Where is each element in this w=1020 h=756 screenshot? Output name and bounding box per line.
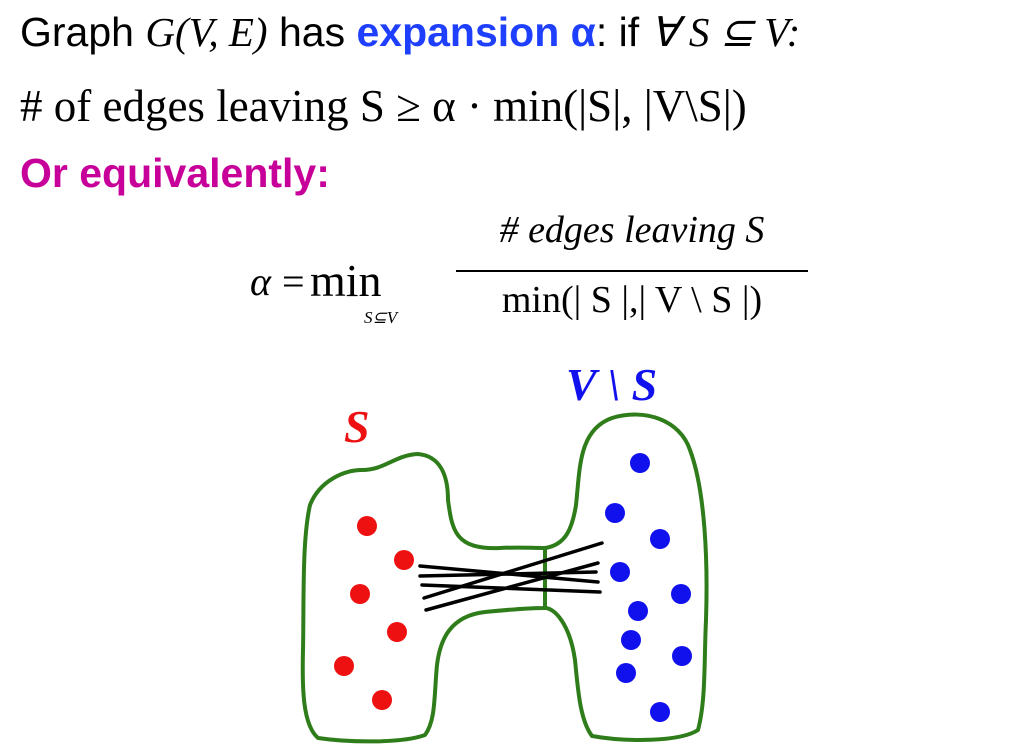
formula-denominator: min(| S |,| V \ S |) [501,279,763,321]
expansion-term: expansion α [356,9,596,55]
node-v-minus-s [628,601,648,621]
node-v-minus-s [650,529,670,549]
formula-min-subscript: S⊆V [364,308,398,327]
crossing-edge [422,541,604,600]
edge-count-condition: # of edges leaving S ≥ α · min(|S|, |V\S… [20,81,747,131]
fraction-bar [456,270,808,272]
set-v-minus-s-outline [543,412,709,742]
node-s [350,584,370,604]
equivalently-label: Or equivalently: [20,150,330,196]
has-word: has [267,9,357,55]
graph-symbol: G(V, E) [145,9,268,55]
set-s-nodes [334,516,414,710]
node-s [372,690,392,710]
node-s [387,622,407,642]
set-v-minus-s-nodes [605,453,692,722]
set-s-label: S [344,401,370,452]
colon-if: : if [595,9,651,55]
formula-numerator: # edges leaving S [499,209,765,251]
node-v-minus-s [605,503,625,523]
crossing-edge [424,561,600,612]
node-v-minus-s [616,663,636,683]
formula-equals: = [282,259,305,304]
crossing-edges [418,541,604,612]
node-v-minus-s [671,584,691,604]
node-v-minus-s [672,646,692,666]
node-v-minus-s [610,562,630,582]
node-s [357,516,377,536]
node-s [334,656,354,676]
graph-word: Graph [20,9,146,55]
expansion-definition-line: Graph G(V, E) has expansion α: if ∀ S ⊆ … [20,8,800,56]
set-v-minus-s-label: V \ S [566,359,657,410]
quantifier: ∀ S ⊆ V: [650,9,801,55]
formula-alpha: α [250,259,271,304]
set-s-outline [300,452,547,744]
node-v-minus-s [650,702,670,722]
node-v-minus-s [630,453,650,473]
node-v-minus-s [621,630,641,650]
formula-min-operator: min [310,255,382,306]
node-s [394,550,414,570]
